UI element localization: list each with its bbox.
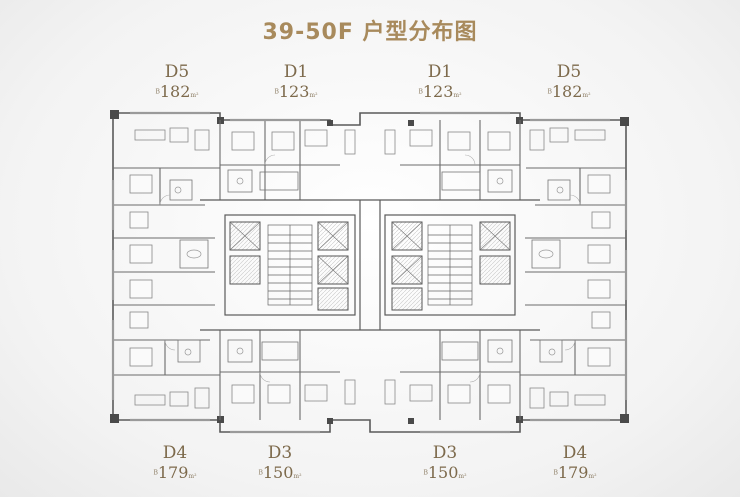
unit-label-bottom-3: D3 B150m² bbox=[405, 443, 485, 487]
unit-label-top-1: D5 B182m² bbox=[137, 62, 217, 106]
area-unit: m² bbox=[453, 92, 462, 99]
central-core bbox=[200, 199, 540, 331]
living-furniture bbox=[134, 127, 606, 409]
beds bbox=[129, 131, 611, 404]
area-unit: m² bbox=[458, 473, 467, 480]
page-title: 39-50F 户型分布图 bbox=[262, 20, 478, 45]
unit-label-top-3: D1 B123m² bbox=[400, 62, 480, 106]
unit-code: D1 bbox=[427, 62, 453, 82]
unit-area: 150 bbox=[262, 463, 294, 482]
fixtures bbox=[174, 177, 564, 356]
unit-area: 182 bbox=[159, 82, 191, 101]
unit-code: D5 bbox=[556, 62, 582, 82]
area-prefix: B bbox=[418, 88, 423, 96]
stairwells bbox=[267, 224, 473, 306]
area-unit: m² bbox=[188, 473, 197, 480]
unit-code: D3 bbox=[267, 443, 293, 463]
unit-label-bottom-4: D4 B179m² bbox=[535, 443, 615, 487]
area-unit: m² bbox=[190, 92, 199, 99]
area-prefix: B bbox=[155, 88, 160, 96]
unit-area: 123 bbox=[278, 82, 310, 101]
unit-code: D3 bbox=[432, 443, 458, 463]
windows bbox=[111, 111, 628, 434]
wet-rooms bbox=[169, 169, 571, 363]
unit-label-bottom-2: D3 B150m² bbox=[240, 443, 320, 487]
area-prefix: B bbox=[423, 469, 428, 477]
area-prefix: B bbox=[553, 469, 558, 477]
area-prefix: B bbox=[258, 469, 263, 477]
unit-area: 182 bbox=[551, 82, 583, 101]
area-prefix: B bbox=[153, 469, 158, 477]
unit-code: D4 bbox=[162, 443, 188, 463]
unit-area: 179 bbox=[157, 463, 189, 482]
unit-label-bottom-1: D4 B179m² bbox=[135, 443, 215, 487]
structural-columns bbox=[110, 110, 629, 424]
area-unit: m² bbox=[582, 92, 591, 99]
unit-area: 150 bbox=[427, 463, 459, 482]
unit-code: D5 bbox=[164, 62, 190, 82]
unit-area: 179 bbox=[557, 463, 589, 482]
area-unit: m² bbox=[309, 92, 318, 99]
unit-label-top-2: D1 B123m² bbox=[256, 62, 336, 106]
unit-area: 123 bbox=[422, 82, 454, 101]
unit-partitions bbox=[113, 120, 626, 420]
unit-code: D4 bbox=[562, 443, 588, 463]
area-unit: m² bbox=[588, 473, 597, 480]
area-prefix: B bbox=[547, 88, 552, 96]
area-unit: m² bbox=[293, 473, 302, 480]
unit-code: D1 bbox=[283, 62, 309, 82]
door-swings bbox=[159, 154, 581, 383]
elevator-cross-marks bbox=[229, 221, 511, 285]
area-prefix: B bbox=[274, 88, 279, 96]
unit-label-top-4: D5 B182m² bbox=[529, 62, 609, 106]
